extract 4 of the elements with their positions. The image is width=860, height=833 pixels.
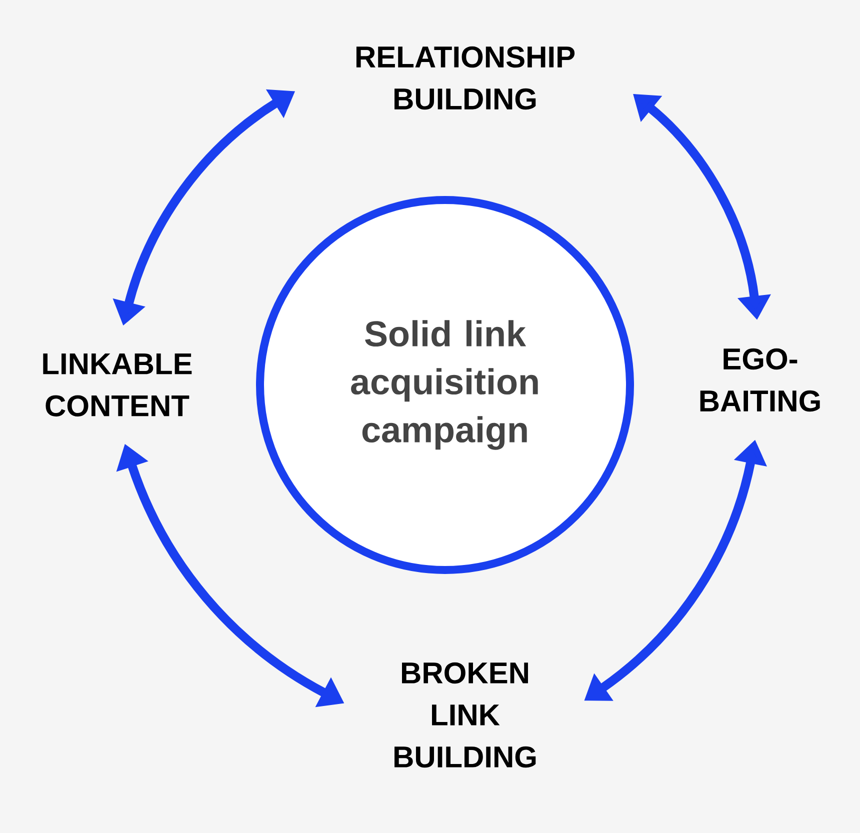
stage-label: EGO-BAITING [700,348,820,412]
stage-label: BROKEN LINK BUILDING [394,662,536,768]
stage-label: LINKABLE CONTENT [43,354,192,416]
stage-label: RELATIONSHIP BUILDING [356,46,575,110]
